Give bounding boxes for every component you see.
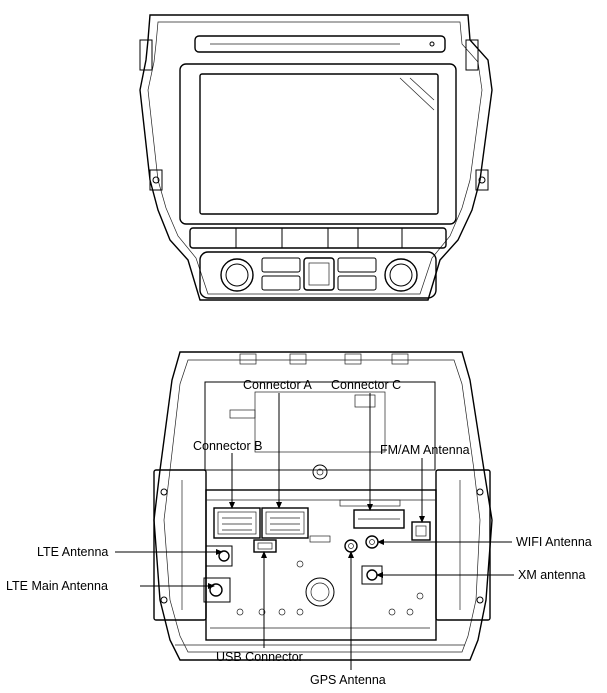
label-lte-antenna: LTE Antenna <box>37 545 108 559</box>
label-connector-b: Connector B <box>193 439 262 453</box>
label-wifi-antenna: WIFI Antenna <box>516 535 592 549</box>
label-xm-antenna: XM antenna <box>518 568 585 582</box>
label-fm-am-antenna: FM/AM Antenna <box>380 443 470 457</box>
leader-lines <box>115 393 514 670</box>
label-connector-c: Connector C <box>331 378 401 392</box>
label-usb-connector: USB Connector <box>216 650 303 664</box>
front-view <box>139 14 493 301</box>
label-lte-main-antenna: LTE Main Antenna <box>6 579 108 593</box>
rear-view <box>153 351 493 661</box>
label-gps-antenna: GPS Antenna <box>310 673 386 687</box>
label-connector-a: Connector A <box>243 378 312 392</box>
callout-labels: Connector A Connector C Connector B FM/A… <box>6 378 592 687</box>
